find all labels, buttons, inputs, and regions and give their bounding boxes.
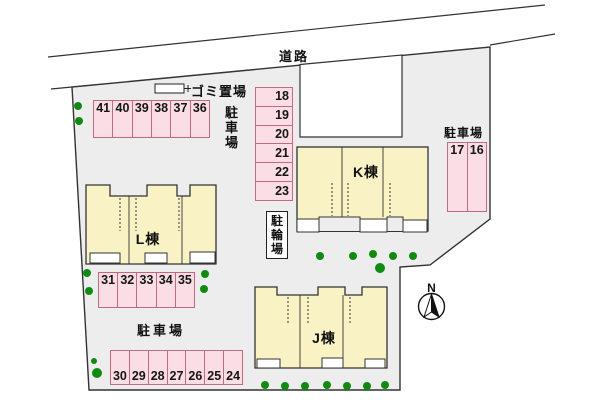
parking-space: 35 <box>174 272 196 308</box>
parking-space: 36 <box>189 100 210 138</box>
parking-space: 26 <box>185 350 206 385</box>
parking-block-center-column: 18 19 20 21 22 23 <box>255 87 293 201</box>
parking-space: 40 <box>112 100 133 138</box>
parking-block-middle: 31 32 33 34 35 <box>98 272 196 308</box>
parking-label-north: 駐車場 <box>224 105 238 150</box>
parking-space: 22 <box>255 162 293 183</box>
parking-block-north: 41 40 39 38 37 36 <box>93 100 210 138</box>
parking-space: 21 <box>255 143 293 164</box>
stairs-dashes <box>287 297 351 325</box>
parking-space: 32 <box>117 272 138 308</box>
parking-space: 28 <box>147 350 168 385</box>
parking-space: 33 <box>136 272 157 308</box>
parking-space: 20 <box>255 124 293 145</box>
parking-space: 37 <box>170 100 191 138</box>
parking-block-south: 30 29 28 27 26 25 24 <box>110 350 244 385</box>
bicycle-parking-box: 駐輪場 <box>266 211 288 259</box>
parking-space: 29 <box>128 350 149 385</box>
neighbour-parcel <box>299 54 403 138</box>
parking-space: 41 <box>93 100 114 138</box>
parking-block-east: 17 16 <box>447 142 487 212</box>
tree-dots <box>74 102 417 390</box>
parking-space: 27 <box>166 350 187 385</box>
parking-label-south: 駐車場 <box>137 323 186 338</box>
road-edge-left-stub <box>50 86 73 90</box>
parking-space: 17 <box>447 142 468 212</box>
parking-space: 30 <box>110 350 130 385</box>
building-J-label: J棟 <box>312 330 336 346</box>
road-edge-top <box>47 4 546 58</box>
parking-space: 16 <box>466 142 487 212</box>
building-J <box>254 286 388 369</box>
building-L <box>85 184 217 265</box>
parking-space: 18 <box>255 87 293 107</box>
parking-space: 23 <box>255 181 293 201</box>
porches <box>89 251 216 264</box>
road-edge-right-extension <box>489 33 556 46</box>
parking-space: 34 <box>155 272 176 308</box>
porches <box>256 357 386 369</box>
building-L-label: L棟 <box>135 231 161 247</box>
north-label: N <box>427 281 436 295</box>
parking-space: 39 <box>131 100 152 138</box>
parking-space: 19 <box>255 105 293 126</box>
north-arrow <box>417 292 446 321</box>
building-K <box>296 146 429 233</box>
bicycle-parking-label: 駐輪場 <box>270 214 283 256</box>
parking-space: 25 <box>204 350 225 385</box>
road-label: 道路 <box>279 49 310 64</box>
parking-label-east: 駐車場 <box>444 126 484 140</box>
garbage-area-label: ゴミ置場 <box>191 84 248 99</box>
building-K-label: K棟 <box>352 164 380 180</box>
stairs-dashes <box>331 183 391 216</box>
parking-space: 24 <box>223 350 244 385</box>
garbage-station-icon <box>154 83 185 94</box>
parking-space: 31 <box>98 272 119 308</box>
porches <box>296 218 428 233</box>
parking-space: 38 <box>150 100 172 138</box>
stairs-dashes <box>119 198 180 231</box>
